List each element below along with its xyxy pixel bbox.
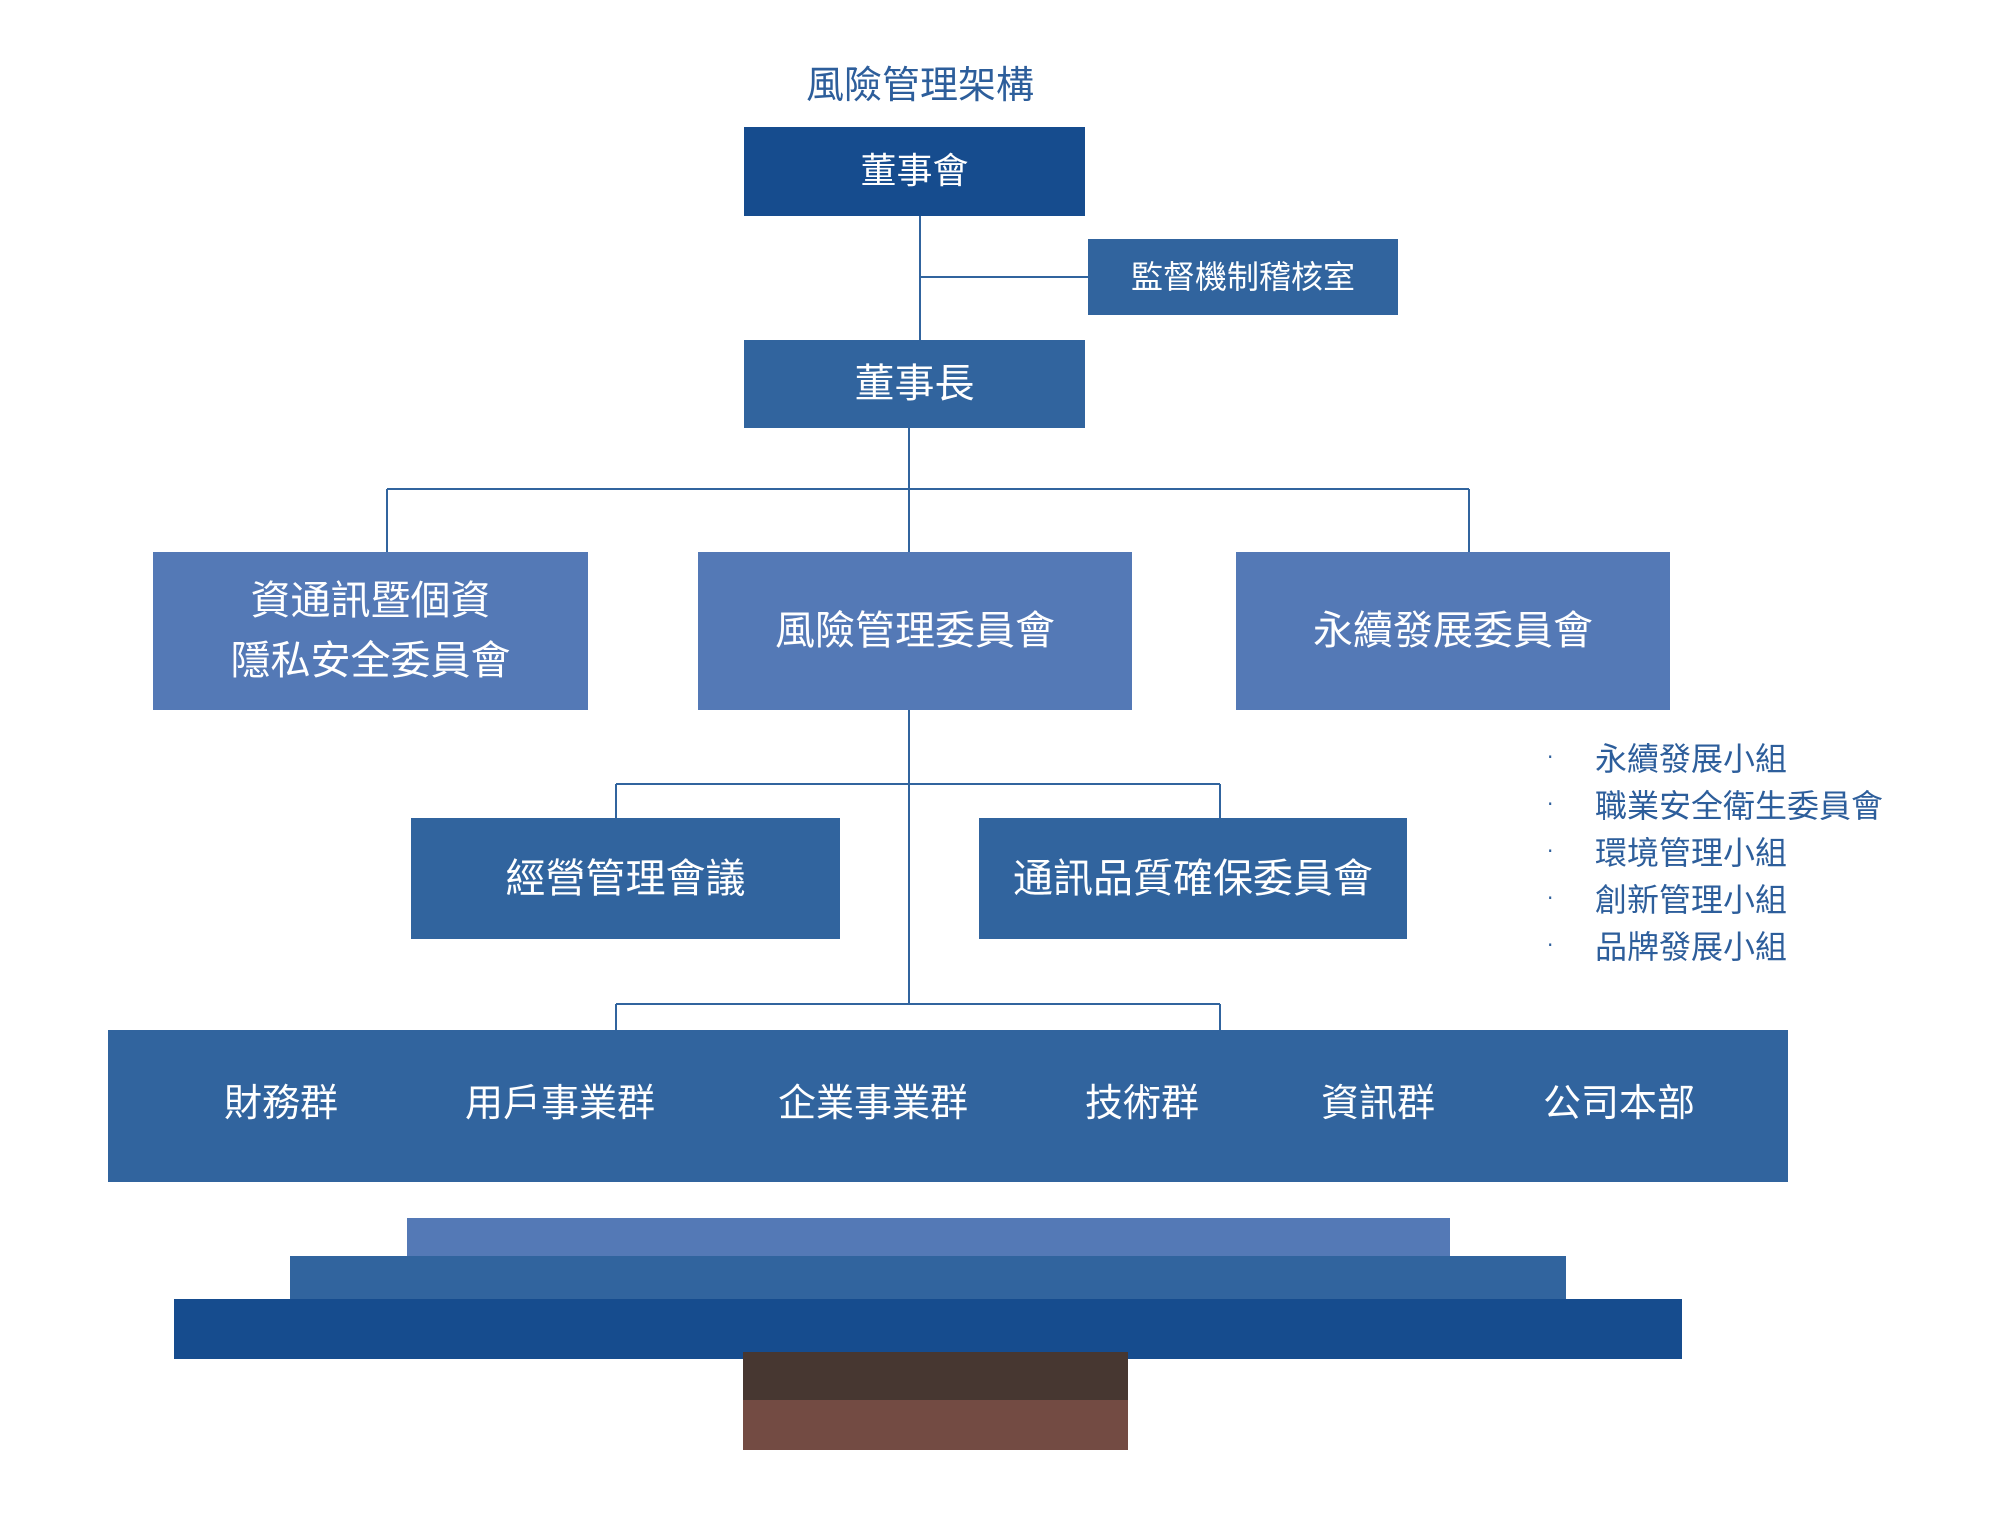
quality-committee-label: 通訊品質確保委員會 <box>1013 855 1373 902</box>
quality-committee-box: 通訊品質確保委員會 <box>979 818 1407 939</box>
list-item: ·創新管理小組 <box>1535 874 1883 921</box>
bullet-icon: · <box>1547 791 1554 816</box>
privacy-committee-label-line1: 資通訊暨個資 <box>250 578 491 624</box>
list-item: ·職業安全衛生委員會 <box>1535 780 1883 827</box>
bullet-icon: · <box>1547 885 1554 910</box>
sustainability-committee-label: 永續發展委員會 <box>1313 608 1593 654</box>
group-technology: 技術群 <box>1085 1081 1200 1125</box>
chairman-box: 董事長 <box>744 340 1085 428</box>
foundation-base-upper <box>743 1352 1128 1402</box>
list-item: ·品牌發展小組 <box>1535 921 1883 968</box>
bullet-icon: · <box>1547 838 1554 863</box>
chairman-label: 董事長 <box>854 361 975 407</box>
risk-committee-box: 風險管理委員會 <box>698 552 1132 710</box>
foundation-base-lower <box>743 1400 1128 1450</box>
sustainability-committee-box: 永續發展委員會 <box>1236 552 1670 710</box>
management-meeting-box: 經營管理會議 <box>411 818 840 939</box>
group-enterprise: 企業事業群 <box>778 1081 969 1125</box>
group-information: 資訊群 <box>1321 1081 1436 1125</box>
risk-committee-label: 風險管理委員會 <box>775 608 1055 654</box>
foundation-layer-middle <box>290 1256 1566 1302</box>
group-headquarters: 公司本部 <box>1543 1081 1696 1125</box>
foundation-layer-bottom <box>174 1299 1682 1359</box>
audit-box: 監督機制稽核室 <box>1088 239 1398 315</box>
management-meeting-label: 經營管理會議 <box>505 855 746 902</box>
business-groups-bar: 財務群 用戶事業群 企業事業群 技術群 資訊群 公司本部 <box>108 1030 1788 1182</box>
group-consumer: 用戶事業群 <box>465 1081 656 1125</box>
diagram-title: 風險管理架構 <box>805 63 1034 107</box>
board-box: 董事會 <box>744 127 1085 216</box>
privacy-committee-label-line2: 隱私安全委員會 <box>230 638 511 684</box>
board-label: 董事會 <box>860 150 969 192</box>
sustainability-subgroup-list: ·永續發展小組 ·職業安全衛生委員會 ·環境管理小組 ·創新管理小組 ·品牌發展… <box>1535 733 1883 968</box>
privacy-committee-box: 資通訊暨個資 隱私安全委員會 <box>153 552 588 710</box>
audit-label: 監督機制稽核室 <box>1130 258 1355 296</box>
foundation-layer-top <box>407 1218 1450 1262</box>
list-item: ·環境管理小組 <box>1535 827 1883 874</box>
group-finance: 財務群 <box>224 1081 339 1125</box>
list-item: ·永續發展小組 <box>1535 733 1883 780</box>
bullet-icon: · <box>1547 932 1554 957</box>
bullet-icon: · <box>1547 744 1554 769</box>
